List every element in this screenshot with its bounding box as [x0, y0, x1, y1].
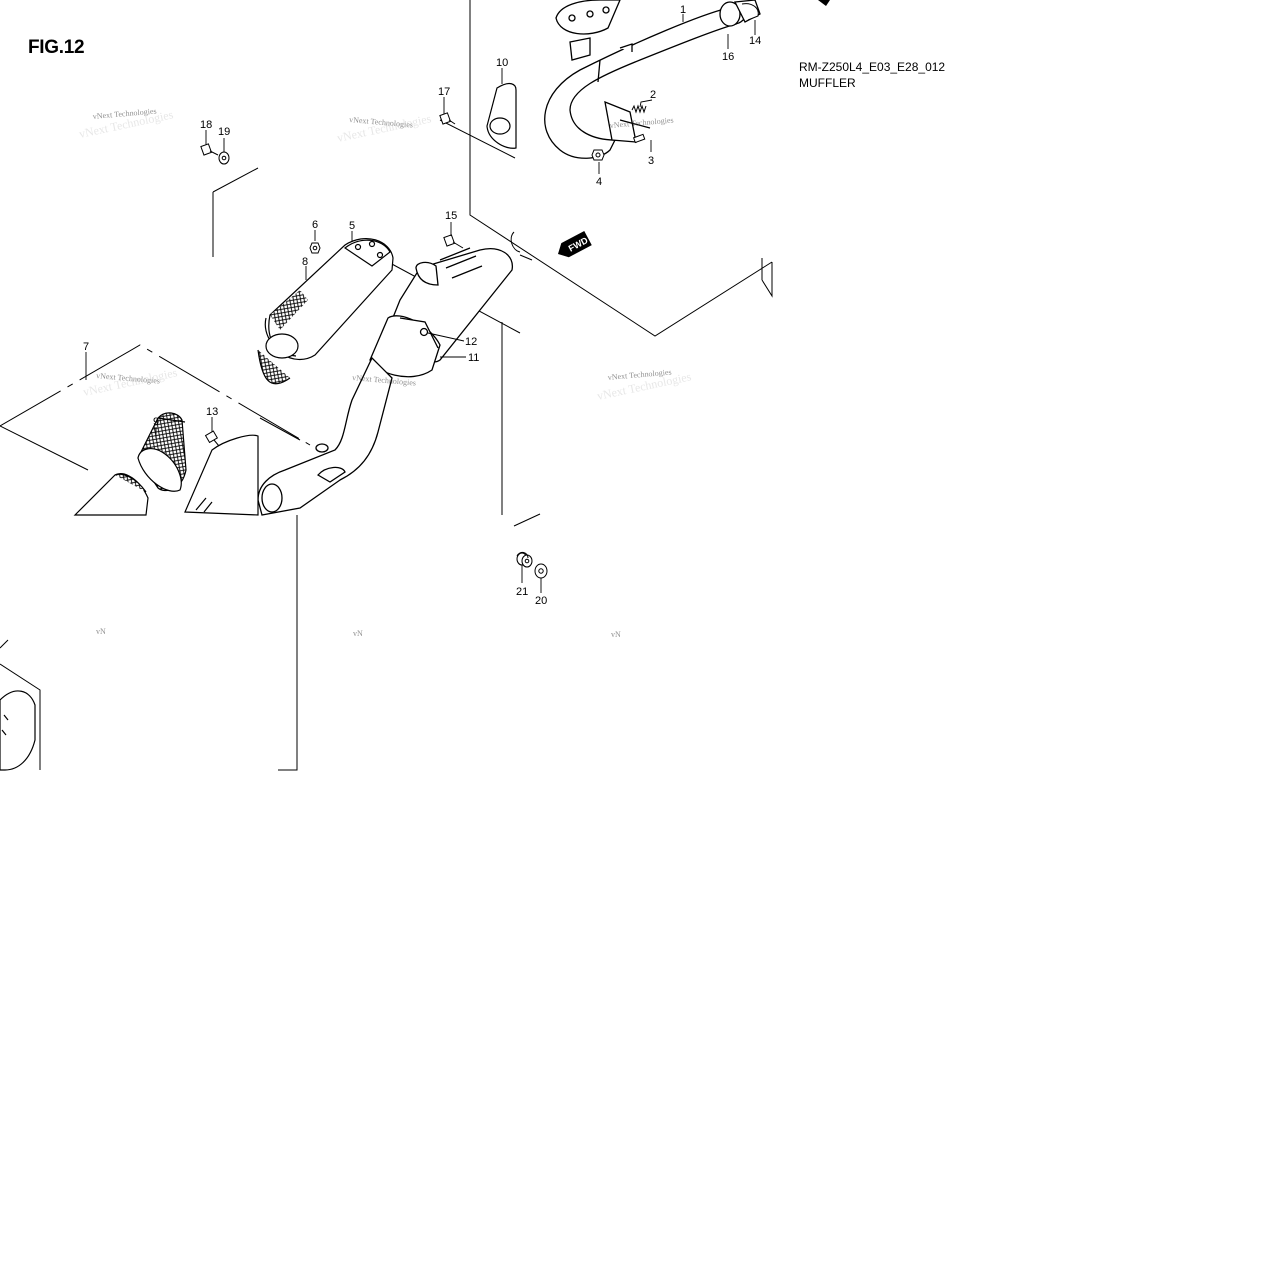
watermark-partial: vN — [353, 629, 363, 638]
callout-6: 6 — [312, 219, 318, 231]
muffler-partial-lower — [0, 690, 36, 771]
clamp-icon — [741, 3, 759, 21]
washer-icon — [516, 552, 533, 568]
bolt-icon — [200, 143, 219, 156]
nut-icon — [309, 242, 321, 254]
bolt-icon — [443, 234, 464, 249]
washer-icon — [218, 151, 230, 165]
watermark-partial: vN — [96, 627, 106, 636]
callout-19: 19 — [218, 126, 230, 138]
partial-circle-pipe — [510, 231, 533, 261]
bolt-icon — [439, 112, 456, 125]
callout-numbers: 1 2 3 4 5 6 7 8 9 10 11 12 13 14 15 16 1… — [83, 4, 761, 607]
callout-15: 15 — [445, 210, 457, 222]
callout-1: 1 — [680, 4, 686, 16]
washer-icon — [534, 563, 548, 579]
figure-title: FIG.12 — [28, 37, 85, 58]
clip-icon — [516, 551, 529, 559]
muffler-body-part-7 — [73, 434, 259, 516]
callout-11: 11 — [468, 352, 479, 364]
exhaust-pipe-part-1 — [544, 0, 761, 159]
callout-5: 5 — [349, 220, 355, 232]
callout-2: 2 — [650, 89, 656, 101]
fwd-arrow-icon: FWD — [557, 230, 592, 258]
muffler-shield-part-5 — [257, 237, 394, 385]
leader-lines — [85, 14, 756, 593]
heat-shield-part-10 — [486, 82, 517, 149]
callout-8: 8 — [302, 256, 308, 268]
silencer-part-11 — [257, 247, 513, 516]
diagram-name: MUFFLER — [799, 76, 856, 90]
callout-17: 17 — [438, 86, 450, 98]
callout-9: 9 — [153, 416, 159, 428]
callout-3: 3 — [648, 155, 654, 167]
callout-14: 14 — [749, 35, 761, 47]
spring-icon — [631, 104, 647, 114]
callout-12: 12 — [465, 336, 477, 348]
nut-icon — [591, 149, 605, 161]
diagram-meta: RM-Z250L4_E03_E28_012 MUFFLER — [799, 59, 945, 91]
callout-16: 16 — [722, 51, 734, 63]
callout-4: 4 — [596, 176, 602, 188]
callout-21: 21 — [516, 586, 528, 598]
bolt-icon — [632, 133, 646, 144]
partial-icon-top-right — [818, 0, 830, 6]
callout-20: 20 — [535, 595, 547, 607]
callout-10: 10 — [496, 57, 508, 69]
bolt-icon — [204, 430, 220, 447]
diagram-code: RM-Z250L4_E03_E28_012 — [799, 60, 946, 74]
callout-13: 13 — [206, 406, 218, 418]
callout-18: 18 — [200, 119, 212, 131]
muffler-end-cap-part-9 — [137, 412, 187, 492]
watermark-partial: vN — [611, 630, 621, 639]
callout-7: 7 — [83, 341, 89, 353]
